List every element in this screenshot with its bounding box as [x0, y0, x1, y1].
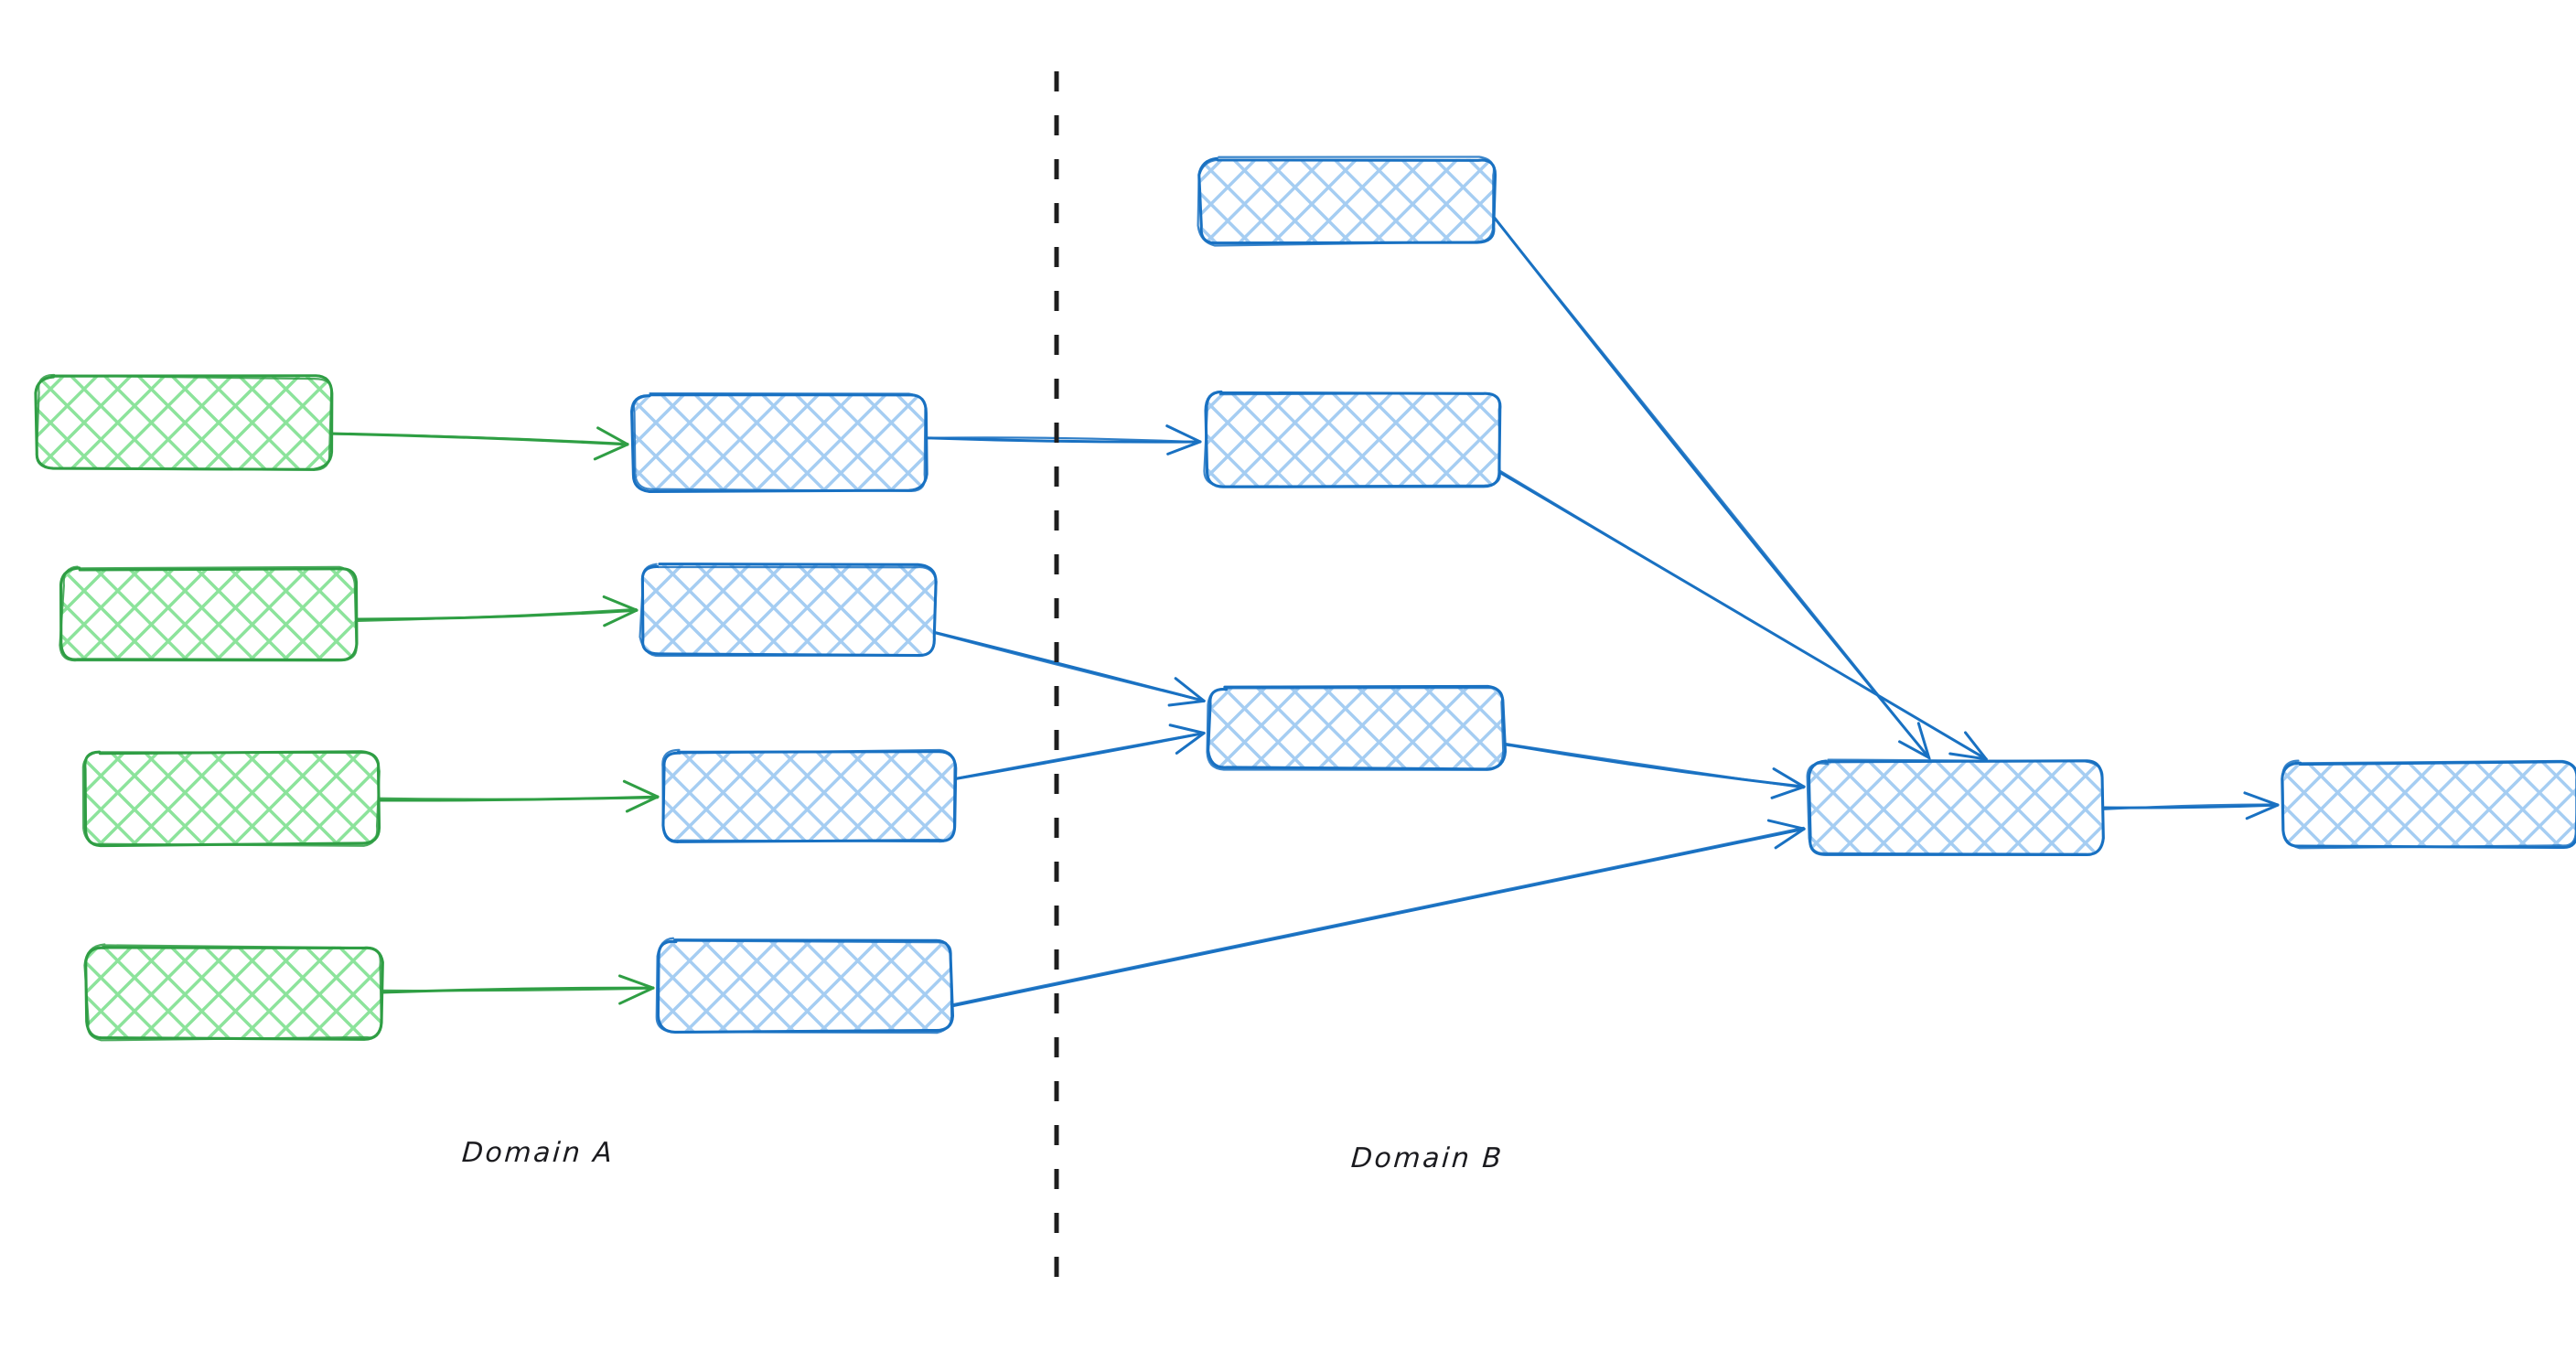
- edge-a-proc-2-to-b-node-3: [933, 631, 1206, 707]
- edge-b-node-2-to-b-hub: [1497, 469, 1988, 761]
- node-b-node-2[interactable]: [1203, 390, 1502, 488]
- node-b-node-1[interactable]: [1197, 155, 1497, 247]
- edge-a-proc-1-to-b-node-2: [924, 424, 1202, 456]
- nodes-layer: [34, 155, 2576, 1042]
- edges-layer: [329, 216, 2280, 1008]
- node-a-src-1[interactable]: [34, 373, 334, 471]
- edge-a-src-2-to-a-proc-2: [355, 595, 639, 627]
- edge-a-src-3-to-a-proc-3: [377, 779, 660, 813]
- edge-b-hub-to-b-sink: [2100, 791, 2280, 820]
- node-a-src-3[interactable]: [81, 750, 381, 848]
- node-a-src-2[interactable]: [59, 565, 359, 662]
- domain-a-label: Domain A: [460, 1137, 616, 1169]
- node-a-src-4[interactable]: [83, 943, 384, 1042]
- edge-a-proc-4-to-b-hub: [950, 819, 1806, 1008]
- domain-b-label: Domain B: [1349, 1142, 1505, 1174]
- node-a-proc-3[interactable]: [661, 748, 958, 843]
- node-b-sink[interactable]: [2281, 759, 2576, 850]
- edge-b-node-3-to-b-hub: [1501, 742, 1806, 799]
- node-a-proc-4[interactable]: [655, 937, 955, 1034]
- edge-a-src-4-to-a-proc-4: [380, 974, 655, 1005]
- edge-a-proc-3-to-b-node-3: [953, 724, 1206, 780]
- node-b-hub[interactable]: [1806, 758, 2105, 856]
- edge-b-node-1-to-b-hub: [1493, 216, 1931, 760]
- edge-a-src-1-to-a-proc-1: [329, 426, 629, 461]
- node-a-proc-1[interactable]: [630, 391, 928, 493]
- node-a-proc-2[interactable]: [639, 563, 938, 658]
- node-b-node-3[interactable]: [1206, 684, 1508, 771]
